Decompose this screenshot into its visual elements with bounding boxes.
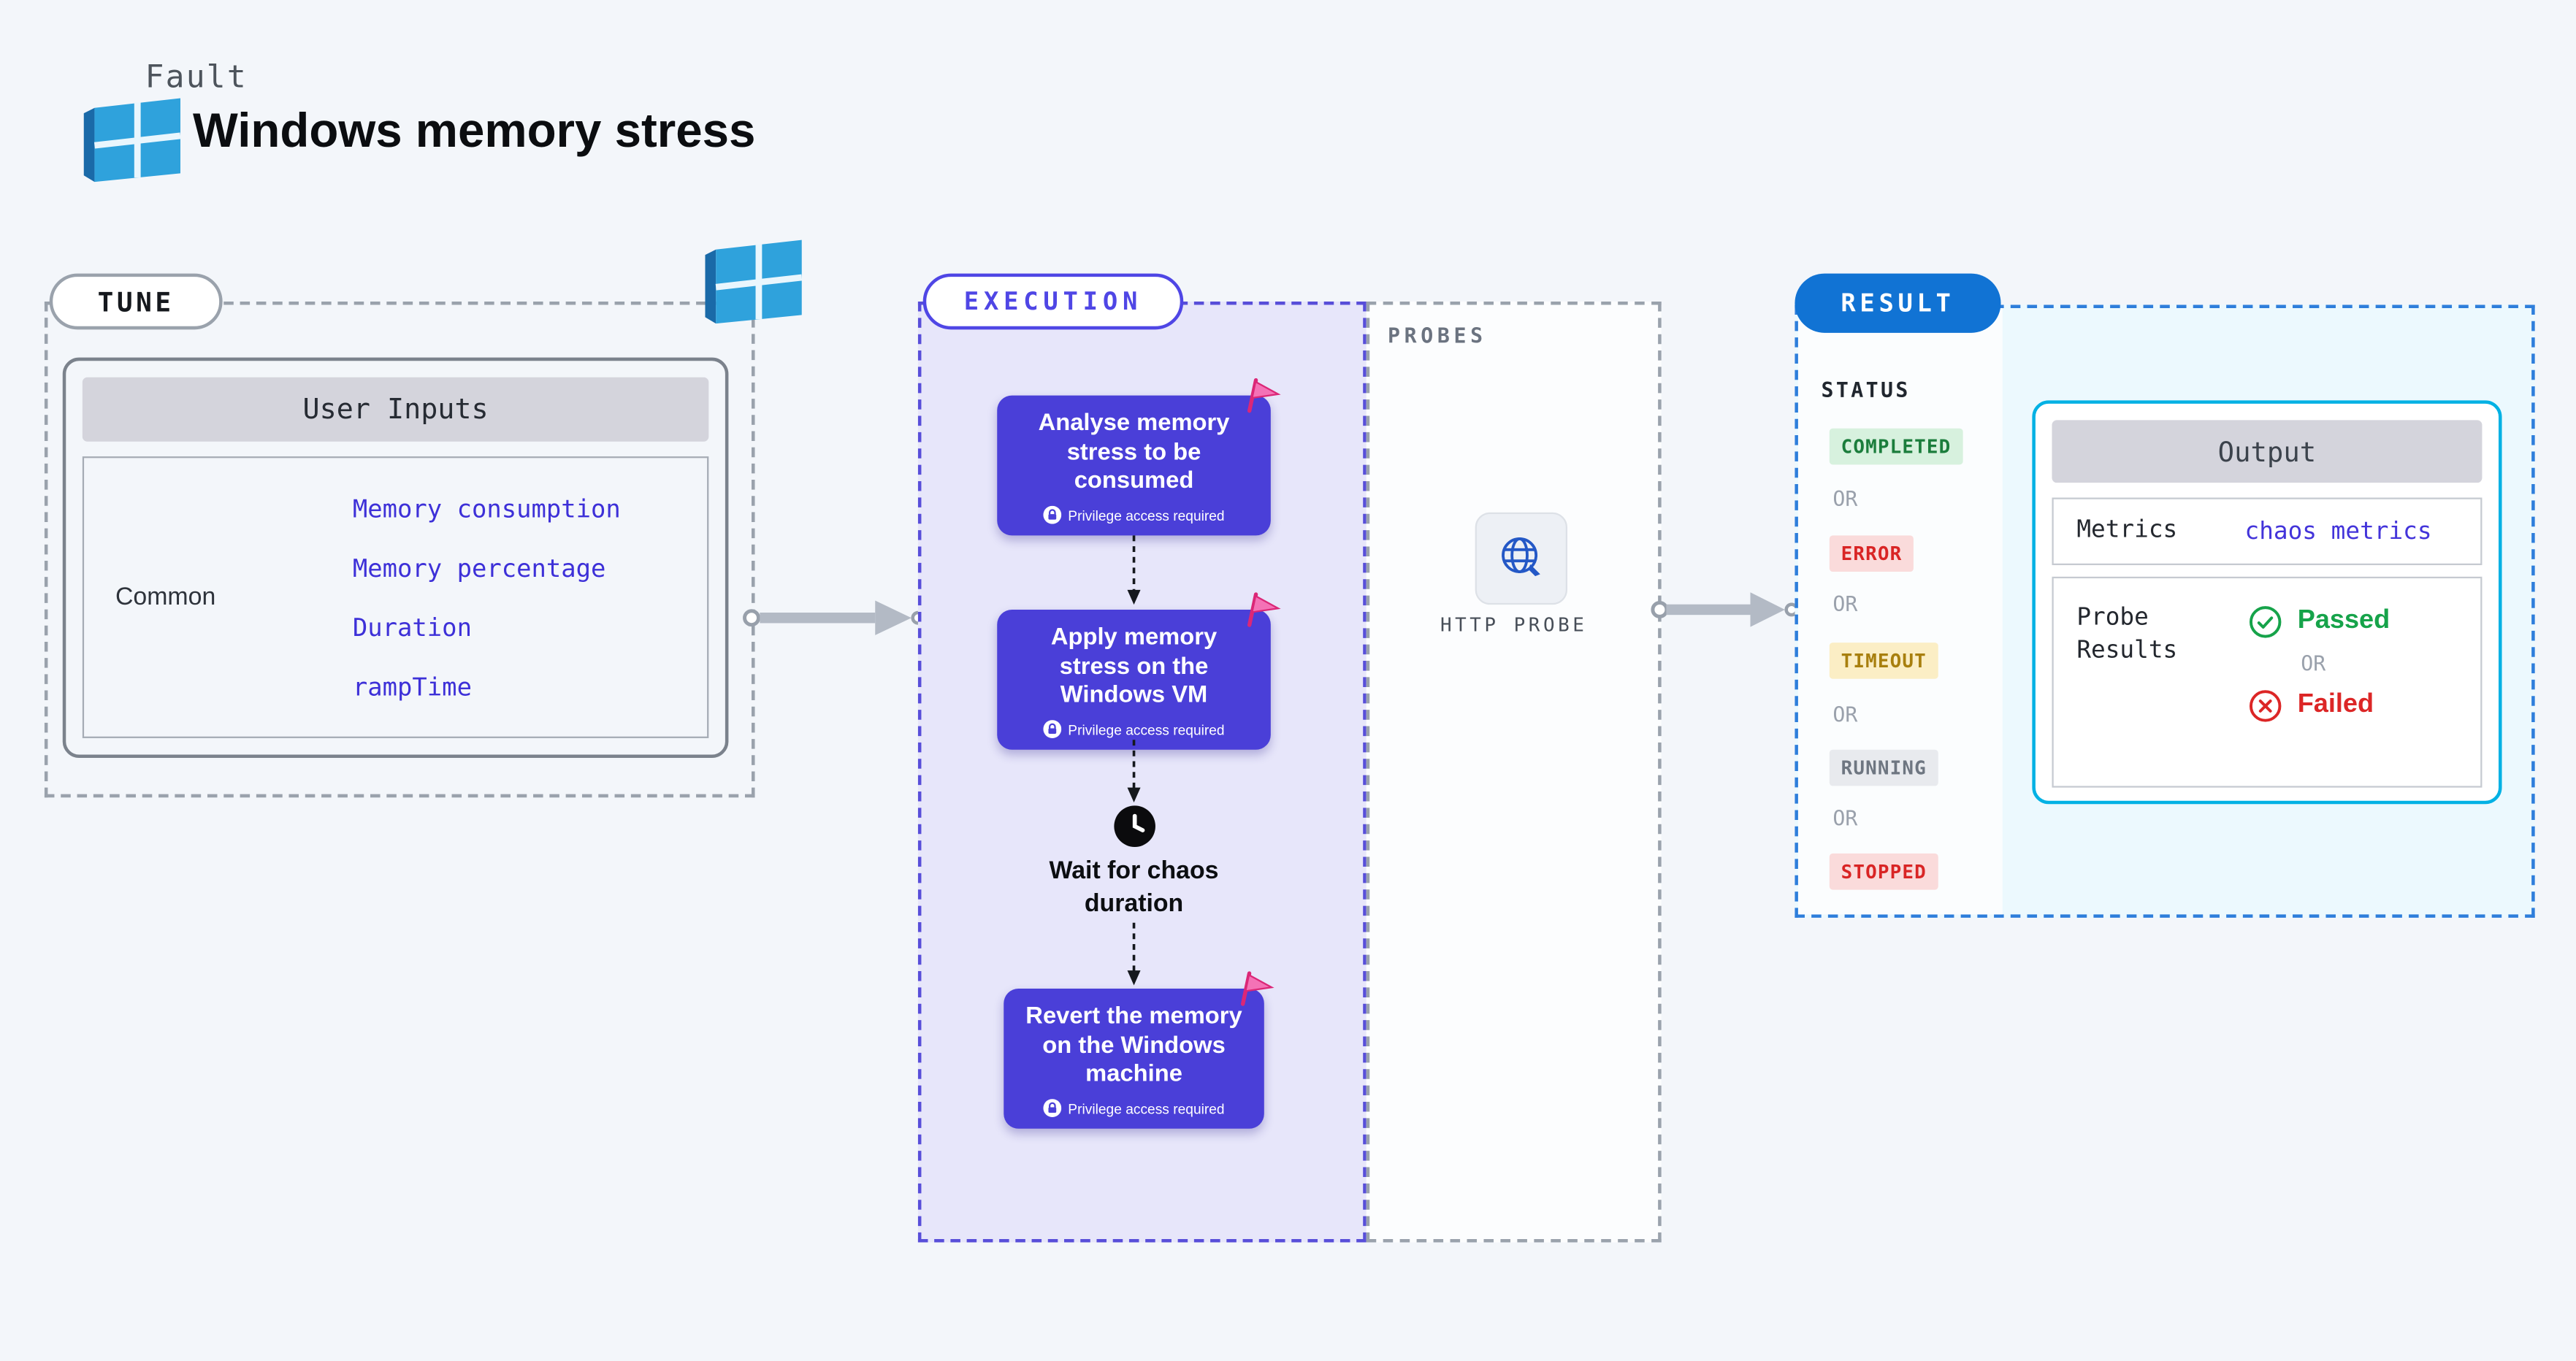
step-connector [1127,740,1141,802]
or-separator: OR [1832,702,1858,727]
x-circle-icon [2249,689,2282,721]
result-section: STATUS COMPLETED OR ERROR OR TIMEOUT OR … [1795,304,2535,918]
check-circle-icon [2249,605,2282,637]
user-inputs-links: Memory consumption Memory percentage Dur… [315,458,707,736]
windows-logo-icon [83,98,181,183]
user-inputs-row-label: Common [115,583,216,612]
tune-to-execution-arrow [743,600,925,635]
execution-pill: EXECUTION [922,273,1184,330]
experiment-flag-icon [1234,967,1281,1013]
page-title: Windows memory stress [193,105,756,158]
user-inputs-header: User Inputs [82,377,709,442]
metrics-label: Metrics [2076,516,2178,544]
wait-step-label: Wait for chaos duration [1049,856,1219,917]
metrics-row: Metrics chaos metrics [2052,497,2483,566]
windows-logo-icon [705,239,803,324]
chaos-metrics-link[interactable]: chaos metrics [2244,518,2432,545]
output-header: Output [2052,420,2483,483]
passed-label: Passed [2297,606,2390,635]
fault-kicker: Fault [145,59,248,96]
status-badge-stopped: STOPPED [1829,853,1938,890]
status-badge-completed: COMPLETED [1829,428,1963,465]
probes-section: PROBES HTTP PROBE [1366,301,1662,1243]
execution-step-apply: Apply memory stress on the Windows VM Pr… [997,592,1281,750]
status-badge-running: RUNNING [1829,749,1938,786]
input-link-ramptime[interactable]: rampTime [352,671,472,702]
lock-icon [1043,505,1062,524]
input-link-memory-percentage[interactable]: Memory percentage [352,553,606,583]
failed-label: Failed [2297,690,2374,718]
lock-icon [1043,1099,1062,1118]
step-label: Revert the memory on the Windows machine [1025,1003,1242,1089]
globe-icon [1502,537,1540,577]
status-badge-timeout: TIMEOUT [1829,643,1938,679]
execution-section: Analyse memory stress to be consumed Pri… [917,301,1367,1243]
passed-line: Passed [2248,603,2390,640]
status-badge-error: ERROR [1829,535,1914,572]
experiment-flag-icon [1241,588,1288,635]
privilege-badge: Privilege access required [1043,1099,1225,1118]
step-connector [1127,535,1141,605]
probes-to-result-arrow [1651,592,1799,627]
input-link-duration[interactable]: Duration [352,612,472,642]
probes-section-label: PROBES [1388,323,1487,348]
privilege-badge-label: Privilege access required [1068,1100,1225,1116]
privilege-badge-label: Privilege access required [1068,721,1225,737]
user-inputs-table: Common Memory consumption Memory percent… [82,456,709,738]
clock-icon [1114,805,1155,847]
execution-step-analyse: Analyse memory stress to be consumed Pri… [997,377,1281,536]
status-title: STATUS [1821,377,1911,402]
lock-icon [1043,720,1062,739]
http-probe-card [1475,512,1568,605]
input-link-memory-consumption[interactable]: Memory consumption [352,493,621,524]
or-separator: OR [1832,591,1858,616]
or-separator: OR [1832,805,1858,831]
tune-section [44,301,755,798]
failed-line: Failed [2248,687,2390,724]
output-card: Output Metrics chaos metrics Probe Resul… [2032,400,2502,805]
http-probe-label: HTTP PROBE [1440,613,1588,637]
experiment-flag-icon [1241,374,1288,421]
privilege-badge: Privilege access required [1043,720,1225,739]
result-pill: RESULT [1795,273,2001,333]
user-inputs-card: User Inputs Common Memory consumption Me… [62,357,729,759]
probe-results-row: Probe Results Passed OR [2052,576,2483,788]
or-separator: OR [2301,651,2326,676]
probe-results-label: Probe Results [2076,605,2178,664]
tune-pill: TUNE [49,273,223,330]
step-label: Apply memory stress on the Windows VM [1050,624,1218,710]
privilege-badge: Privilege access required [1043,505,1225,524]
step-label: Analyse memory stress to be consumed [1038,410,1230,495]
execution-step-revert: Revert the memory on the Windows machine… [1004,971,1274,1129]
status-panel [1797,307,2003,915]
step-connector [1127,922,1141,986]
or-separator: OR [1832,486,1858,511]
privilege-badge-label: Privilege access required [1068,507,1225,524]
probe-results-values: Passed OR Failed [2248,603,2390,786]
